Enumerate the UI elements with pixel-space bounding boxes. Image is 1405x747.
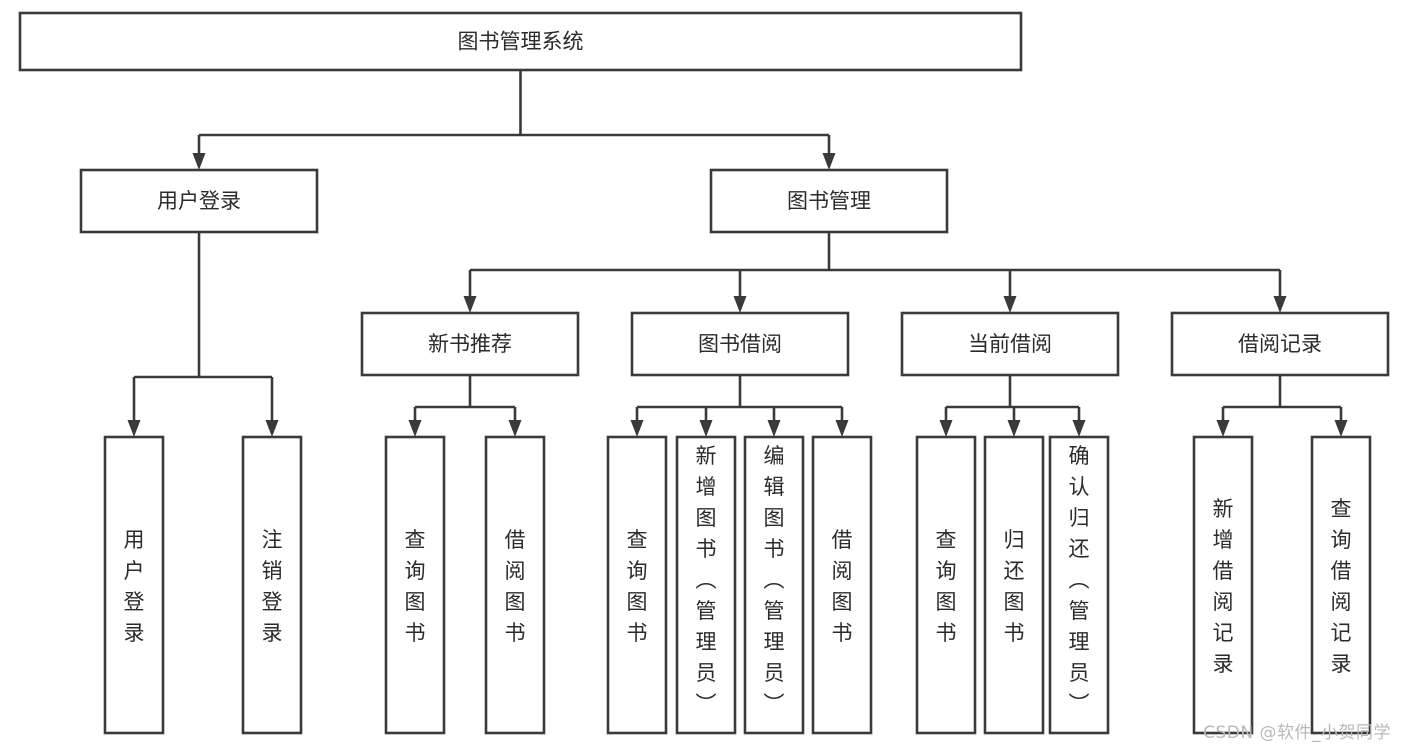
edge-layer (127, 70, 1348, 437)
node-box-leaf-add-record[interactable] (1192, 435, 1254, 735)
arrow-head-icon (1003, 296, 1017, 313)
node-label-leaf-logout: 注销登录 (262, 528, 283, 645)
arrow-head-icon (822, 153, 836, 170)
arrow-head-icon (127, 420, 141, 437)
node-leaf-return-book[interactable]: 归还图书 (983, 435, 1045, 735)
node-label-leaf-confirm-return: 确认归还︵管理员︶ (1069, 444, 1090, 716)
node-leaf-confirm-return[interactable]: 确认归还︵管理员︶ (1048, 435, 1110, 735)
node-label-leaf-edit-book: 编辑图书︵管理员︶ (764, 444, 785, 716)
node-current-borrow[interactable]: 当前借阅 (900, 311, 1120, 377)
node-label-book-borrow: 图书借阅 (698, 332, 782, 356)
node-box-leaf-confirm-return[interactable] (1048, 435, 1110, 735)
arrow-head-icon (630, 420, 644, 437)
node-label-leaf-query-book-1: 查询图书 (405, 528, 426, 645)
node-box-book-borrow[interactable] (630, 311, 850, 377)
arrow-head-icon (463, 296, 477, 313)
node-box-borrow-record[interactable] (1170, 311, 1390, 377)
arrow-head-icon (1216, 420, 1230, 437)
arrow-head-icon (835, 420, 849, 437)
node-label-new-book-rec: 新书推荐 (428, 332, 512, 356)
arrow-head-icon (939, 420, 953, 437)
arrow-head-icon (408, 420, 422, 437)
node-label-current-borrow: 当前借阅 (968, 332, 1052, 356)
edge-group-borrow-record (1216, 375, 1348, 437)
arrow-head-icon (192, 153, 206, 170)
edge-group-root (192, 70, 836, 170)
node-label-leaf-add-book: 新增图书︵管理员︶ (696, 444, 717, 716)
node-box-leaf-return-book[interactable] (983, 435, 1045, 735)
node-box-new-book-rec[interactable] (360, 311, 580, 377)
arrow-head-icon (767, 420, 781, 437)
node-root[interactable]: 图书管理系统 (18, 11, 1023, 72)
node-label-leaf-user-login: 用户登录 (124, 528, 145, 645)
node-label-leaf-query-record: 查询借阅记录 (1331, 497, 1352, 676)
node-box-leaf-logout[interactable] (241, 435, 303, 735)
edge-group-current-borrow (939, 375, 1086, 437)
node-borrow-record[interactable]: 借阅记录 (1170, 311, 1390, 377)
node-label-leaf-add-record: 新增借阅记录 (1213, 497, 1234, 676)
node-box-leaf-borrow-book-2[interactable] (811, 435, 873, 735)
arrow-head-icon (699, 420, 713, 437)
node-user-login[interactable]: 用户登录 (79, 168, 319, 234)
node-box-leaf-query-book-1[interactable] (384, 435, 446, 735)
arrow-head-icon (733, 296, 747, 313)
node-label-user-login: 用户登录 (157, 189, 241, 213)
node-leaf-edit-book[interactable]: 编辑图书︵管理员︶ (743, 435, 805, 735)
node-leaf-query-book-2[interactable]: 查询图书 (606, 435, 668, 735)
node-label-book-manage: 图书管理 (787, 189, 871, 213)
node-box-root[interactable] (18, 11, 1023, 72)
edge-group-user-login (127, 232, 279, 437)
arrow-head-icon (1007, 420, 1021, 437)
node-label-leaf-query-book-3: 查询图书 (936, 528, 957, 645)
node-leaf-logout[interactable]: 注销登录 (241, 435, 303, 735)
node-box-leaf-borrow-book-1[interactable] (484, 435, 546, 735)
node-leaf-query-record[interactable]: 查询借阅记录 (1310, 435, 1372, 735)
node-layer: 图书管理系统用户登录图书管理新书推荐图书借阅当前借阅借阅记录用户登录注销登录查询… (18, 11, 1390, 735)
node-box-leaf-add-book[interactable] (675, 435, 737, 735)
node-book-borrow[interactable]: 图书借阅 (630, 311, 850, 377)
node-label-leaf-return-book: 归还图书 (1004, 528, 1025, 645)
node-box-leaf-edit-book[interactable] (743, 435, 805, 735)
arrow-head-icon (1072, 420, 1086, 437)
edge-group-new-book-rec (408, 375, 522, 437)
node-box-leaf-query-book-3[interactable] (915, 435, 977, 735)
node-label-leaf-query-book-2: 查询图书 (627, 528, 648, 645)
edge-group-book-borrow (630, 375, 849, 437)
node-label-borrow-record: 借阅记录 (1238, 332, 1322, 356)
arrow-head-icon (265, 420, 279, 437)
node-leaf-borrow-book-2[interactable]: 借阅图书 (811, 435, 873, 735)
arrow-head-icon (508, 420, 522, 437)
arrow-head-icon (1273, 296, 1287, 313)
arrow-head-icon (1334, 420, 1348, 437)
node-label-leaf-borrow-book-1: 借阅图书 (505, 528, 526, 645)
node-leaf-add-record[interactable]: 新增借阅记录 (1192, 435, 1254, 735)
node-new-book-rec[interactable]: 新书推荐 (360, 311, 580, 377)
node-leaf-query-book-1[interactable]: 查询图书 (384, 435, 446, 735)
edge-group-book-manage (463, 232, 1287, 313)
node-box-current-borrow[interactable] (900, 311, 1120, 377)
node-leaf-add-book[interactable]: 新增图书︵管理员︶ (675, 435, 737, 735)
node-book-manage[interactable]: 图书管理 (709, 168, 949, 234)
node-leaf-borrow-book-1[interactable]: 借阅图书 (484, 435, 546, 735)
node-leaf-query-book-3[interactable]: 查询图书 (915, 435, 977, 735)
node-label-leaf-borrow-book-2: 借阅图书 (832, 528, 853, 645)
node-box-leaf-user-login[interactable] (103, 435, 165, 735)
node-box-book-manage[interactable] (709, 168, 949, 234)
node-label-root: 图书管理系统 (458, 30, 584, 54)
node-box-user-login[interactable] (79, 168, 319, 234)
node-box-leaf-query-book-2[interactable] (606, 435, 668, 735)
node-leaf-user-login[interactable]: 用户登录 (103, 435, 165, 735)
node-box-leaf-query-record[interactable] (1310, 435, 1372, 735)
